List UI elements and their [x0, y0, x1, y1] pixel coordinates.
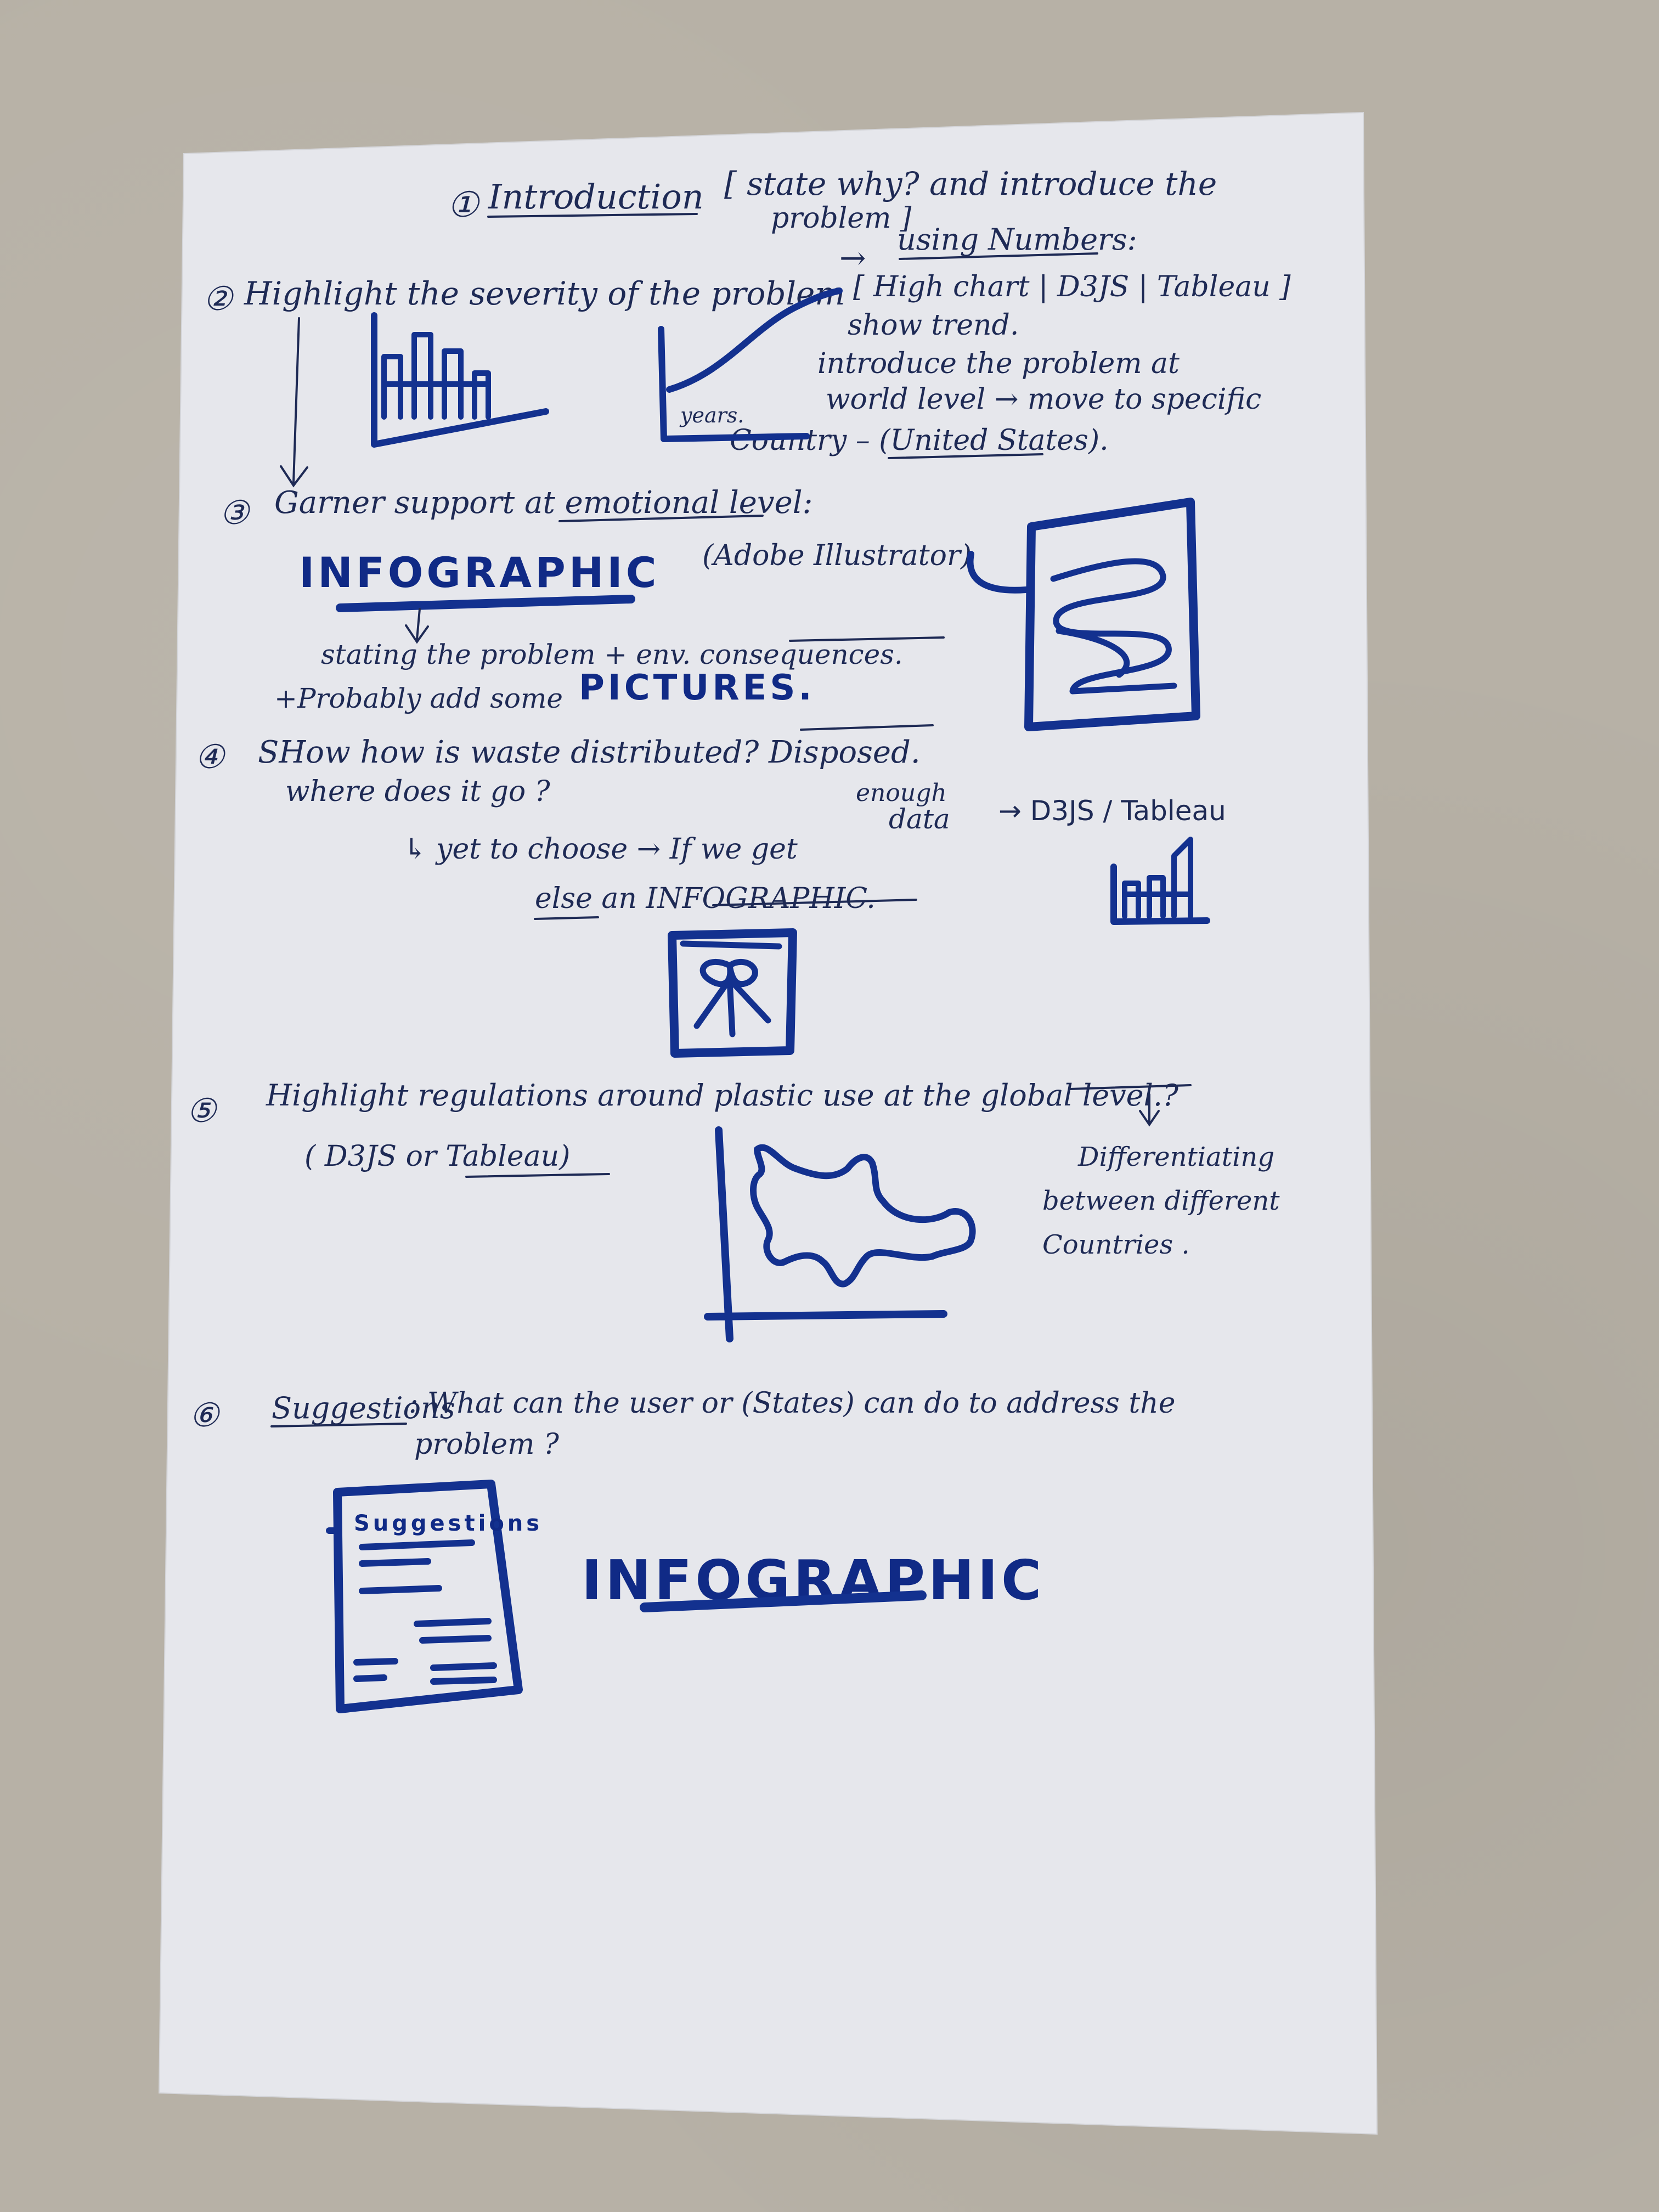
- infographic-underline-1: [336, 595, 635, 612]
- differentiating-line1: Differentiating: [1077, 1142, 1274, 1172]
- global-down-arrow: [1139, 1093, 1160, 1127]
- world-level-line2: world level → move to specific: [826, 383, 1261, 416]
- differentiating-line3: Countries .: [1042, 1229, 1190, 1260]
- regulations-title: Highlight regulations around plastic use…: [266, 1078, 1179, 1113]
- where-does-it-go: where does it go ?: [285, 775, 551, 808]
- infographic-underline-3: [640, 1590, 927, 1612]
- section-severity: ② Highlight the severity of the problem …: [203, 222, 1291, 488]
- infographic-frame-sketch: [967, 498, 1200, 731]
- section-emotional: ③ Garner support at emotional level: INF…: [219, 485, 1200, 731]
- infographic-down-arrow: [405, 608, 429, 644]
- tableau-underline: [465, 1173, 610, 1178]
- else-infographic-line: else an INFOGRAPHIC.: [535, 882, 876, 915]
- paper-sheet: [158, 111, 1378, 2135]
- section-distribution: ④ SHow how is waste distributed? Dispose…: [195, 724, 1226, 1058]
- down-arrow: [280, 317, 308, 488]
- data-label: data: [889, 803, 950, 835]
- country-line: Country – (United States).: [730, 424, 1109, 457]
- global-level-underline: [1069, 1084, 1192, 1090]
- show-trend-label: show trend.: [848, 309, 1019, 342]
- world-level-line1: introduce the problem at: [817, 347, 1180, 380]
- severity-arrow: →: [839, 239, 866, 276]
- suggestions-title-rest: : What can the user or (States) can do t…: [409, 1387, 1176, 1420]
- using-numbers-underline: [899, 252, 1098, 260]
- emotional-title: Garner support at emotional level:: [274, 485, 813, 521]
- years-axis-label: years.: [679, 403, 744, 427]
- section-number-3: ③: [219, 494, 251, 532]
- introduction-note-line2: problem ]: [771, 202, 912, 235]
- probably-line: +Probably add some: [274, 682, 563, 714]
- document-heading: Suggestions: [354, 1511, 543, 1536]
- line-chart-sketch: years.: [658, 287, 843, 442]
- small-bar-chart-sketch: [1110, 837, 1210, 925]
- map-chart-sketch: [704, 1126, 976, 1342]
- united-states-underline: [888, 453, 1043, 459]
- distribution-title: SHow how is waste distributed? Disposed.: [258, 735, 921, 770]
- severity-tools: [ High chart | D3JS | Tableau ]: [853, 270, 1291, 303]
- suggestions-underline: [270, 1423, 407, 1427]
- bar-chart-sketch: [371, 312, 549, 448]
- section-number-2: ②: [203, 280, 234, 318]
- differentiating-line2: between different: [1042, 1186, 1280, 1216]
- consequences-underline: [789, 636, 945, 642]
- suggestion-document-sketch: Suggestions: [326, 1480, 543, 1713]
- section-number-4: ④: [195, 738, 226, 776]
- section-number-1: ①: [447, 185, 481, 225]
- introduction-title: Introduction: [488, 177, 704, 217]
- section-regulations: ⑤ Highlight regulations around plastic u…: [187, 1078, 1280, 1342]
- section-number-6: ⑥: [189, 1396, 221, 1435]
- bow-icon-sketch: [668, 928, 797, 1058]
- section-suggestions: ⑥ Suggestions : What can the user or (St…: [189, 1387, 1176, 1713]
- regulations-tools: ( D3JS or Tableau): [304, 1140, 570, 1173]
- infographic-underline-2: [712, 899, 917, 906]
- suggestions-title-word: Suggestions: [272, 1391, 455, 1425]
- using-numbers-label: using Numbers:: [897, 222, 1137, 257]
- introduction-underline: [487, 213, 698, 218]
- yet-to-choose-line: ↳ yet to choose → If we get: [403, 833, 798, 866]
- infographic-heading-1: INFOGRAPHIC: [299, 548, 660, 597]
- pictures-label: PICTURES.: [579, 668, 815, 708]
- introduction-note-line1: [ state why? and introduce the: [724, 165, 1217, 202]
- stating-line: stating the problem + env. consequences.: [321, 639, 903, 670]
- else-underline: [534, 916, 599, 920]
- severity-title: Highlight the severity of the problem: [244, 275, 845, 312]
- section-introduction: ① Introduction [ state why? and introduc…: [447, 165, 1217, 235]
- suggestions-title-line2: problem ?: [414, 1428, 560, 1461]
- illustrator-label: (Adobe Illustrator): [702, 539, 972, 572]
- enough-label: enough: [856, 779, 947, 807]
- distribution-tools: → D3JS / Tableau: [998, 795, 1226, 827]
- section-number-5: ⑤: [187, 1092, 218, 1130]
- emotional-level-underline: [558, 515, 764, 522]
- disposed-underline: [800, 724, 934, 731]
